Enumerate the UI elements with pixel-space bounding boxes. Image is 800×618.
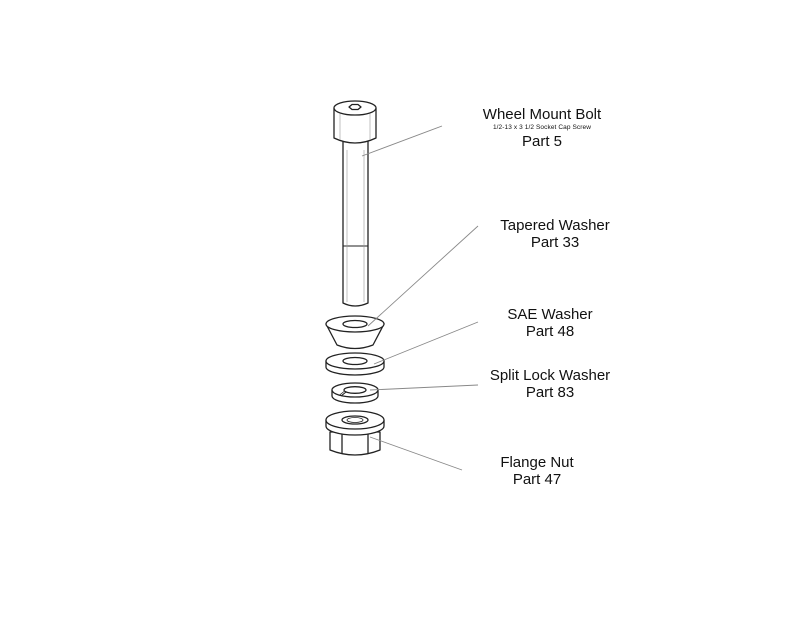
part-number: Part 47: [512, 471, 562, 489]
part-number: Part 5: [521, 132, 563, 150]
part-name: Flange Nut: [500, 454, 574, 471]
label-split-lock-washer: Split Lock Washer Part 83: [470, 367, 630, 402]
leader-sae: [373, 321, 479, 365]
leader-bolt: [361, 125, 443, 157]
flange-nut-drawing: [325, 410, 385, 456]
label-tapered-washer: Tapered Washer Part 33: [480, 217, 630, 252]
part-number: Part 48: [525, 323, 575, 341]
part-name: Wheel Mount Bolt: [482, 106, 602, 123]
part-name: Split Lock Washer: [489, 367, 611, 384]
part-name: SAE Washer: [507, 306, 593, 323]
part-number: Part 33: [530, 234, 580, 252]
leader-tapered: [367, 225, 479, 327]
tapered-washer-drawing: [325, 315, 385, 350]
bolt-drawing: [333, 100, 377, 307]
leader-nut: [369, 436, 463, 471]
label-flange-nut: Flange Nut Part 47: [462, 454, 612, 489]
part-name: Tapered Washer: [500, 217, 610, 234]
leader-lock: [369, 384, 479, 391]
sae-washer-drawing: [325, 352, 385, 376]
part-number: Part 83: [525, 384, 575, 402]
split-lock-washer-drawing: [331, 382, 379, 404]
label-wheel-mount-bolt: Wheel Mount Bolt 1/2-13 x 3 1/2 Socket C…: [452, 106, 632, 150]
part-spec: 1/2-13 x 3 1/2 Socket Cap Screw: [492, 124, 592, 132]
label-sae-washer: SAE Washer Part 48: [475, 306, 625, 341]
